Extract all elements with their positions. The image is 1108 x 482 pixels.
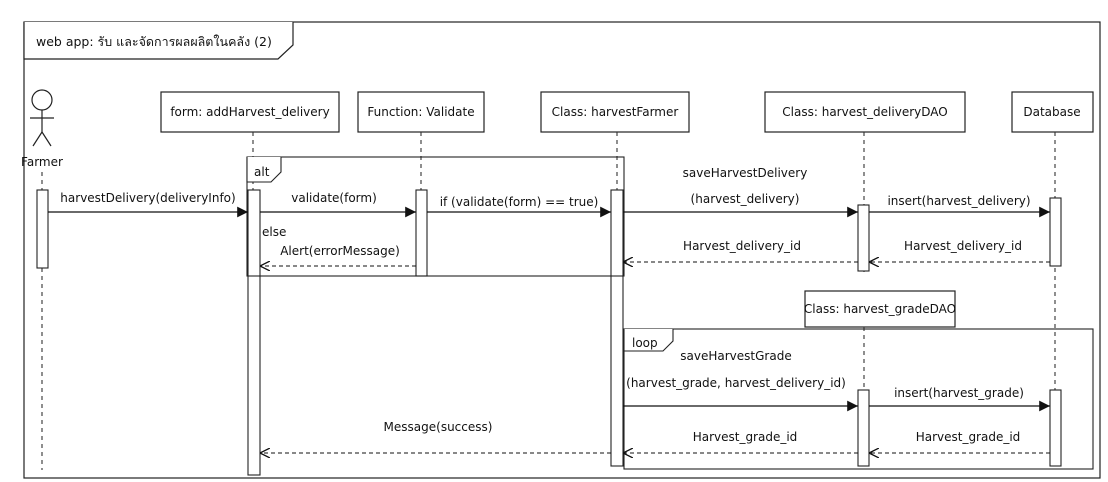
lifeline-box-grade-dao [804,290,956,328]
lifeline-label-farmer-class: Class: harvestFarmer [552,105,679,119]
message-label-4a: saveHarvestDelivery [683,166,808,180]
lifeline-label-form: form: addHarvest_delivery [170,105,329,119]
alt-fragment-label: alt [254,165,270,179]
return-label-13: Message(success) [384,420,493,434]
message-label-4b: (harvest_delivery) [691,192,800,206]
message-label-2: validate(form) [291,191,377,205]
lifeline-box-validate [357,91,485,133]
return-label-8: Alert(errorMessage) [280,244,400,258]
frame-title: web app: รับ และจัดการผลผลิตในคลัง (2) [36,34,272,49]
return-label-12: Harvest_grade_id [693,430,798,444]
diagram-frame [23,21,1101,479]
lifeline-label-grade-dao: Class: harvest_gradeDAO [804,302,956,316]
message-label-5: insert(harvest_delivery) [887,194,1030,208]
lifeline-box-form [160,91,340,133]
return-label-6: Harvest_delivery_id [904,239,1022,253]
lifeline-label-validate: Function: Validate [367,105,474,119]
message-label-9a: saveHarvestGrade [680,349,791,363]
return-label-7: Harvest_delivery_id [683,239,801,253]
return-label-11: Harvest_grade_id [916,430,1021,444]
activation-actor [36,189,49,269]
message-label-1: harvestDelivery(deliveryInfo) [60,191,235,205]
actor-label: Farmer [21,155,63,169]
lifeline-label-delivery-dao: Class: harvest_deliveryDAO [782,105,947,119]
alt-fragment-tab [246,157,282,183]
lifeline-box-delivery-dao [764,91,966,133]
lifeline-box-database [1011,91,1094,133]
actor-head-icon [31,89,53,111]
message-label-3: if (validate(form) == true) [440,195,599,209]
activation-grade-dao [857,389,870,467]
message-label-9b: (harvest_grade, harvest_delivery_id) [626,376,846,390]
actor-farmer: Farmer [21,89,63,169]
loop-fragment-label: loop [632,336,658,350]
activation-database-1 [1049,197,1062,267]
frame-title-tab [23,22,294,60]
message-label-10: insert(harvest_grade) [894,386,1024,400]
loop-fragment-tab [623,329,674,352]
loop-fragment [623,328,1094,470]
activation-farmer-class [610,189,624,467]
activation-form [247,189,261,476]
else-label: else [262,225,286,239]
activation-database-2 [1049,389,1062,467]
activation-delivery-dao [857,204,870,272]
lifeline-label-database: Database [1023,105,1080,119]
alt-fragment [246,156,625,277]
activation-validate [415,189,428,277]
lifeline-box-farmer-class [540,91,690,133]
